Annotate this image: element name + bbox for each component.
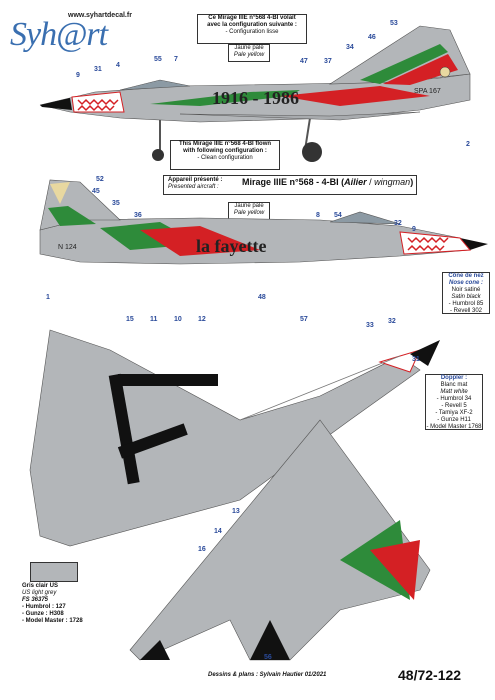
top-config-box: Ce Mirage IIIE n°568 4-BI volait avec la… [197, 14, 307, 44]
grey-humbrol: - Humbrol : 127 [22, 604, 66, 610]
syhart-logo: Syh@rt [10, 16, 108, 53]
bottom-config-box: This Mirage IIIE n°568 4-BI flown with f… [170, 140, 280, 170]
website-url: www.syhartdecal.fr [68, 12, 132, 19]
sheet-number: 48/72-122 [398, 667, 462, 683]
footer-credit: Dessins & plans : Sylvain Hautier 01/202… [208, 672, 327, 678]
callout-31: 31 [94, 66, 102, 73]
callout-33: 33 [366, 322, 374, 329]
nose-title-en: Nose cone : [448, 280, 483, 286]
callout-46: 46 [368, 34, 376, 41]
doppler-title: Doppler : [440, 375, 468, 381]
pale-yellow-en: Pale yellow [233, 52, 265, 58]
presented-en: Presented aircraft : [168, 184, 219, 190]
callout-54: 54 [334, 212, 342, 219]
callout-31-b: 31 [412, 356, 420, 363]
bottom-config-line3: - Clean configuration [197, 155, 253, 161]
callout-4: 4 [116, 62, 120, 69]
tail-code-spa167: SPA 167 [414, 88, 441, 95]
top-config-line1: Ce Mirage IIIE n°568 4-BI volait [208, 15, 296, 21]
nose-line: - Humbrol 85 [448, 301, 484, 307]
grey-color-legend: Gris clair US US light grey FS 36375 - H… [22, 583, 102, 625]
callout-9-b: 9 [412, 226, 416, 233]
callout-12: 12 [198, 316, 206, 323]
presented-title: Mirage IIIE n°568 - 4-BI ( [242, 177, 345, 187]
callout-13: 13 [232, 508, 240, 515]
presented-sep: / [366, 177, 375, 187]
pale-yellow2-en: Pale yellow [233, 210, 265, 216]
callout-7: 7 [174, 56, 178, 63]
callout-36: 36 [134, 212, 142, 219]
callout-55: 55 [154, 56, 162, 63]
presented-aircraft-box: Appareil présenté : Presented aircraft :… [163, 175, 417, 195]
fuselage-text-la-fayette: la fayette [196, 236, 267, 256]
aircraft-side-view-2 [39, 179, 488, 265]
callout-16: 16 [198, 546, 206, 553]
callout-14: 14 [214, 528, 222, 535]
presented-end: ) [410, 177, 414, 187]
callout-47: 47 [300, 58, 308, 65]
top-config-line3: - Configuration lisse [225, 29, 279, 35]
callout-11: 11 [150, 316, 158, 323]
nose-cone-box: Cône de nez Nose cone : Noir satiné Sati… [442, 272, 490, 314]
presented-role-fr: Ailier [344, 177, 367, 187]
aircraft-top-view [29, 329, 440, 547]
grey-fs: FS 36375 [22, 597, 49, 603]
doppler-line: - Humbrol 34 [436, 396, 472, 402]
callout-32-b: 32 [388, 318, 396, 325]
doppler-line: Matt white [440, 389, 468, 395]
callout-1: 1 [46, 294, 50, 301]
callout-37: 37 [324, 58, 332, 65]
fuselage-text-1916-1986: 1916 - 1986 [212, 88, 299, 108]
callout-10: 10 [174, 316, 182, 323]
callout-32-a: 32 [394, 220, 402, 227]
nose-line: Noir satiné [451, 287, 481, 293]
doppler-line: - Tamiya XF-2 [435, 410, 473, 416]
aircraft-underside-view [129, 419, 431, 661]
pale-yellow-note-1: Jaune pale Pale yellow [228, 44, 270, 62]
nose-title-fr: Cône de nez [448, 273, 484, 279]
grey-title-fr: Gris clair US [22, 583, 59, 589]
grey-color-swatch [30, 562, 78, 582]
doppler-line: - Model Master 1768 [426, 424, 482, 430]
callout-2: 2 [466, 141, 470, 148]
aircraft-side-view-1 [39, 25, 471, 162]
callout-48: 48 [258, 294, 266, 301]
callout-57: 57 [300, 316, 308, 323]
doppler-line: - Gunze H11 [437, 417, 471, 423]
top-config-line2: avec la configuration suivante : [207, 22, 297, 28]
callout-15: 15 [126, 316, 134, 323]
callout-34: 34 [346, 44, 354, 51]
callout-52: 52 [96, 176, 104, 183]
nose-line: Satin black [451, 294, 481, 300]
bottom-config-line1: This Mirage IIIE n°568 4-BI flown [178, 141, 272, 147]
doppler-box: Doppler : Blanc mat Matt white - Humbrol… [425, 374, 483, 430]
bottom-config-line2: with following configuration : [183, 148, 267, 154]
callout-9: 9 [76, 72, 80, 79]
pale-yellow-fr: Jaune pale [234, 45, 264, 51]
fuselage-number-n124: N 124 [58, 244, 77, 251]
grey-mm: - Model Master : 1728 [22, 618, 83, 624]
doppler-line: - Revell 5 [441, 403, 467, 409]
nose-line: - Revell 302 [449, 308, 482, 314]
callout-35: 35 [112, 200, 120, 207]
callout-53: 53 [390, 20, 398, 27]
presented-role-en: wingman [374, 177, 411, 187]
pale-yellow2-fr: Jaune pale [234, 203, 264, 209]
doppler-line: Blanc mat [440, 382, 468, 388]
callout-56: 56 [264, 654, 272, 661]
callout-45: 45 [92, 188, 100, 195]
grey-title-en: US light grey [22, 590, 57, 596]
presented-fr: Appareil présenté : [168, 177, 223, 183]
callout-8: 8 [316, 212, 320, 219]
grey-gunze: - Gunze : H308 [22, 611, 64, 617]
